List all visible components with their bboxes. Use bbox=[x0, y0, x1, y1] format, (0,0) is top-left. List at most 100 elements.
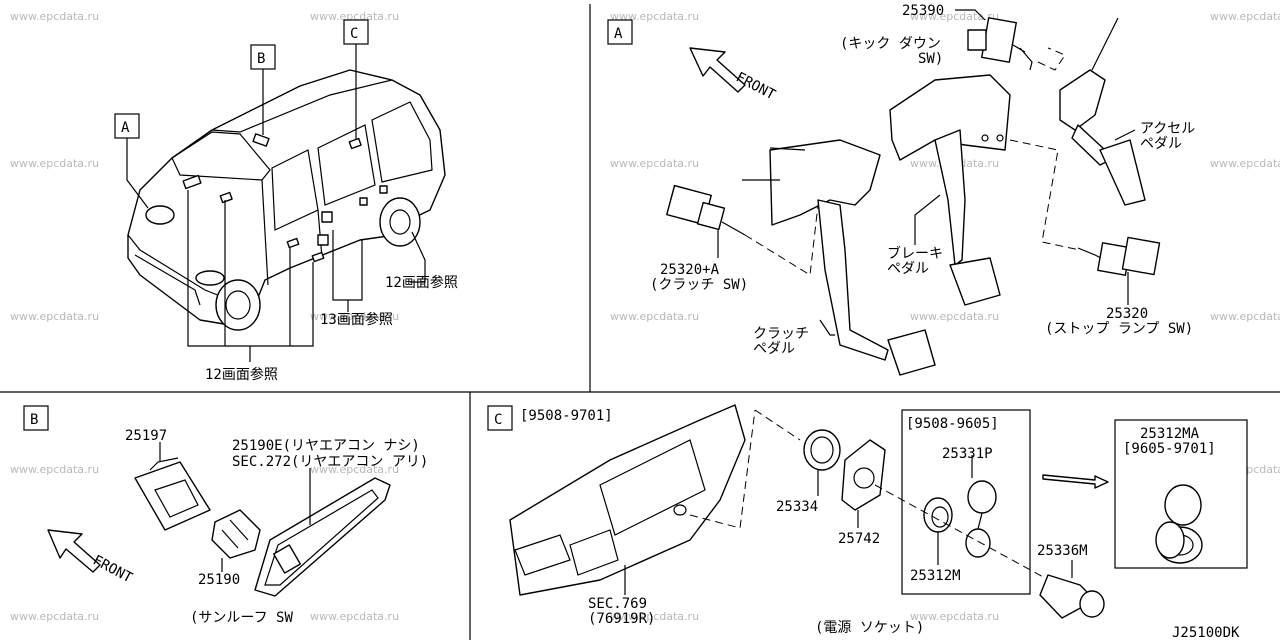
socket-inner bbox=[931, 506, 949, 528]
van-middle-window bbox=[317, 124, 376, 206]
date-range-ma: [9605-9701] bbox=[1123, 441, 1216, 457]
socket-25312ma bbox=[1155, 484, 1203, 564]
brake-bracket bbox=[889, 74, 1011, 161]
switch-25190-lines bbox=[221, 519, 249, 549]
arrow-right-icon bbox=[1042, 474, 1109, 489]
van-door-line bbox=[261, 179, 269, 286]
section-c-box bbox=[487, 405, 513, 431]
leader-line-a bbox=[126, 138, 149, 209]
part-number-25331p: 25331P bbox=[942, 446, 993, 462]
part-number-25197: 25197 bbox=[125, 428, 167, 444]
van-badge bbox=[145, 205, 175, 225]
cap-hinge bbox=[977, 512, 983, 530]
door-switch-marker bbox=[311, 251, 325, 263]
callout-label-c: C bbox=[350, 26, 358, 42]
section-b-letter: B bbox=[30, 412, 38, 428]
van-illustration bbox=[127, 69, 446, 331]
clutch-pad bbox=[887, 329, 936, 376]
socket-ma-cap bbox=[1155, 521, 1185, 559]
clutch-switch-thread bbox=[721, 221, 746, 236]
cap-top bbox=[967, 480, 997, 514]
part-number-25312m: 25312M bbox=[910, 568, 961, 584]
switch-25190 bbox=[211, 509, 261, 559]
date-range-main: [9508-9701] bbox=[520, 408, 613, 424]
leader-line-accel bbox=[1114, 129, 1136, 141]
clutch-label-1: クラッチ bbox=[753, 326, 809, 342]
bracket-25742 bbox=[841, 439, 886, 511]
socket-25312m bbox=[923, 497, 953, 533]
brake-bracket-bolt bbox=[996, 134, 1004, 142]
watermark: www.epcdata.ru bbox=[310, 10, 399, 23]
power-socket-label: (電源 ソケット) bbox=[815, 620, 924, 636]
accelerator-bracket bbox=[1059, 69, 1106, 131]
part-desc-25390: (キック ダウン bbox=[840, 36, 941, 52]
section-a-letter: A bbox=[614, 26, 623, 42]
instrument-panel-socket-hole bbox=[673, 504, 687, 516]
van-rear-wheel bbox=[379, 197, 421, 247]
leader-line-ref12-rear bbox=[410, 231, 426, 283]
part-number-25336m: 25336M bbox=[1037, 543, 1088, 559]
door-switch-marker bbox=[286, 237, 300, 249]
instrument-panel-face bbox=[599, 439, 706, 536]
watermark: www.epcdata.ru bbox=[310, 310, 399, 323]
watermark: www.epcdata.ru bbox=[1210, 10, 1280, 23]
front-arrow-icon bbox=[689, 47, 746, 93]
watermark: www.epcdata.ru bbox=[910, 310, 999, 323]
section-b-box bbox=[23, 405, 49, 431]
callout-label-a: A bbox=[121, 120, 130, 136]
finisher-25190e bbox=[254, 477, 391, 597]
switch-25190-body bbox=[211, 509, 261, 559]
bracket-body bbox=[134, 461, 211, 531]
part-number-25334: 25334 bbox=[776, 499, 818, 515]
van-front-hub bbox=[225, 290, 251, 320]
socket-25336m bbox=[1039, 574, 1105, 619]
watermark: www.epcdata.ru bbox=[310, 610, 399, 623]
watermark: www.epcdata.ru bbox=[1210, 157, 1280, 170]
brake-arm bbox=[934, 129, 966, 266]
ref-label-12-bottom: 12画面参照 bbox=[205, 366, 278, 383]
part-desc-25320a: (クラッチ SW) bbox=[650, 277, 748, 293]
dashed-link-clutch bbox=[744, 204, 819, 276]
clutch-pedal bbox=[742, 139, 936, 376]
socket-ma-top bbox=[1164, 484, 1202, 526]
part-number-25742: 25742 bbox=[838, 531, 880, 547]
clutch-bracket bbox=[769, 139, 881, 226]
diagram-code: J25100DK bbox=[1172, 625, 1240, 640]
van-rear-window bbox=[371, 101, 433, 183]
ring-25334 bbox=[803, 429, 841, 471]
instrument-panel-body bbox=[509, 404, 746, 596]
van-windshield bbox=[171, 131, 271, 181]
bracket-tab bbox=[149, 457, 179, 471]
stoplamp-switch bbox=[1077, 236, 1161, 276]
dashed-link-panel bbox=[689, 409, 756, 529]
part-number-25320a: 25320+A bbox=[660, 262, 720, 278]
dash-switch-marker bbox=[182, 174, 202, 190]
leader-line-brake bbox=[914, 194, 941, 245]
callout-box-c bbox=[343, 19, 369, 45]
watermark: www.epcdata.ru bbox=[10, 10, 99, 23]
clutch-label-2: ペダル bbox=[753, 341, 795, 357]
ring-outer bbox=[803, 429, 841, 471]
front-label-b: FRONT bbox=[90, 552, 135, 586]
brake-label-2: ペダル bbox=[887, 261, 929, 277]
kickdown-switch-body bbox=[981, 17, 1017, 63]
front-label-a: FRONT bbox=[733, 69, 778, 103]
socket-25336m-face bbox=[1079, 590, 1105, 618]
watermark: www.epcdata.ru bbox=[610, 310, 699, 323]
instrument-panel-vent bbox=[569, 529, 619, 576]
sunroof-switch-label: (サンルーフ SW bbox=[190, 610, 293, 626]
watermark: www.epcdata.ru bbox=[1210, 310, 1280, 323]
accel-label-1: アクセル bbox=[1140, 121, 1195, 137]
kickdown-switch-connector bbox=[967, 29, 987, 51]
callout-label-b: B bbox=[257, 51, 265, 67]
brake-label-1: ブレーキ bbox=[887, 245, 943, 262]
subassembly-box-9508-9605 bbox=[901, 409, 1031, 595]
front-arrow-icon bbox=[47, 529, 101, 573]
ref-label-13: 13画面参照 bbox=[320, 311, 393, 328]
watermark: www.epcdata.ru bbox=[10, 463, 99, 476]
door-switch-marker bbox=[321, 211, 333, 223]
accelerator-pedal bbox=[1059, 17, 1146, 206]
section-ref-769: SEC.769 bbox=[588, 596, 647, 612]
watermark: www.epcdata.ru bbox=[910, 610, 999, 623]
clutch-arm bbox=[817, 199, 889, 361]
